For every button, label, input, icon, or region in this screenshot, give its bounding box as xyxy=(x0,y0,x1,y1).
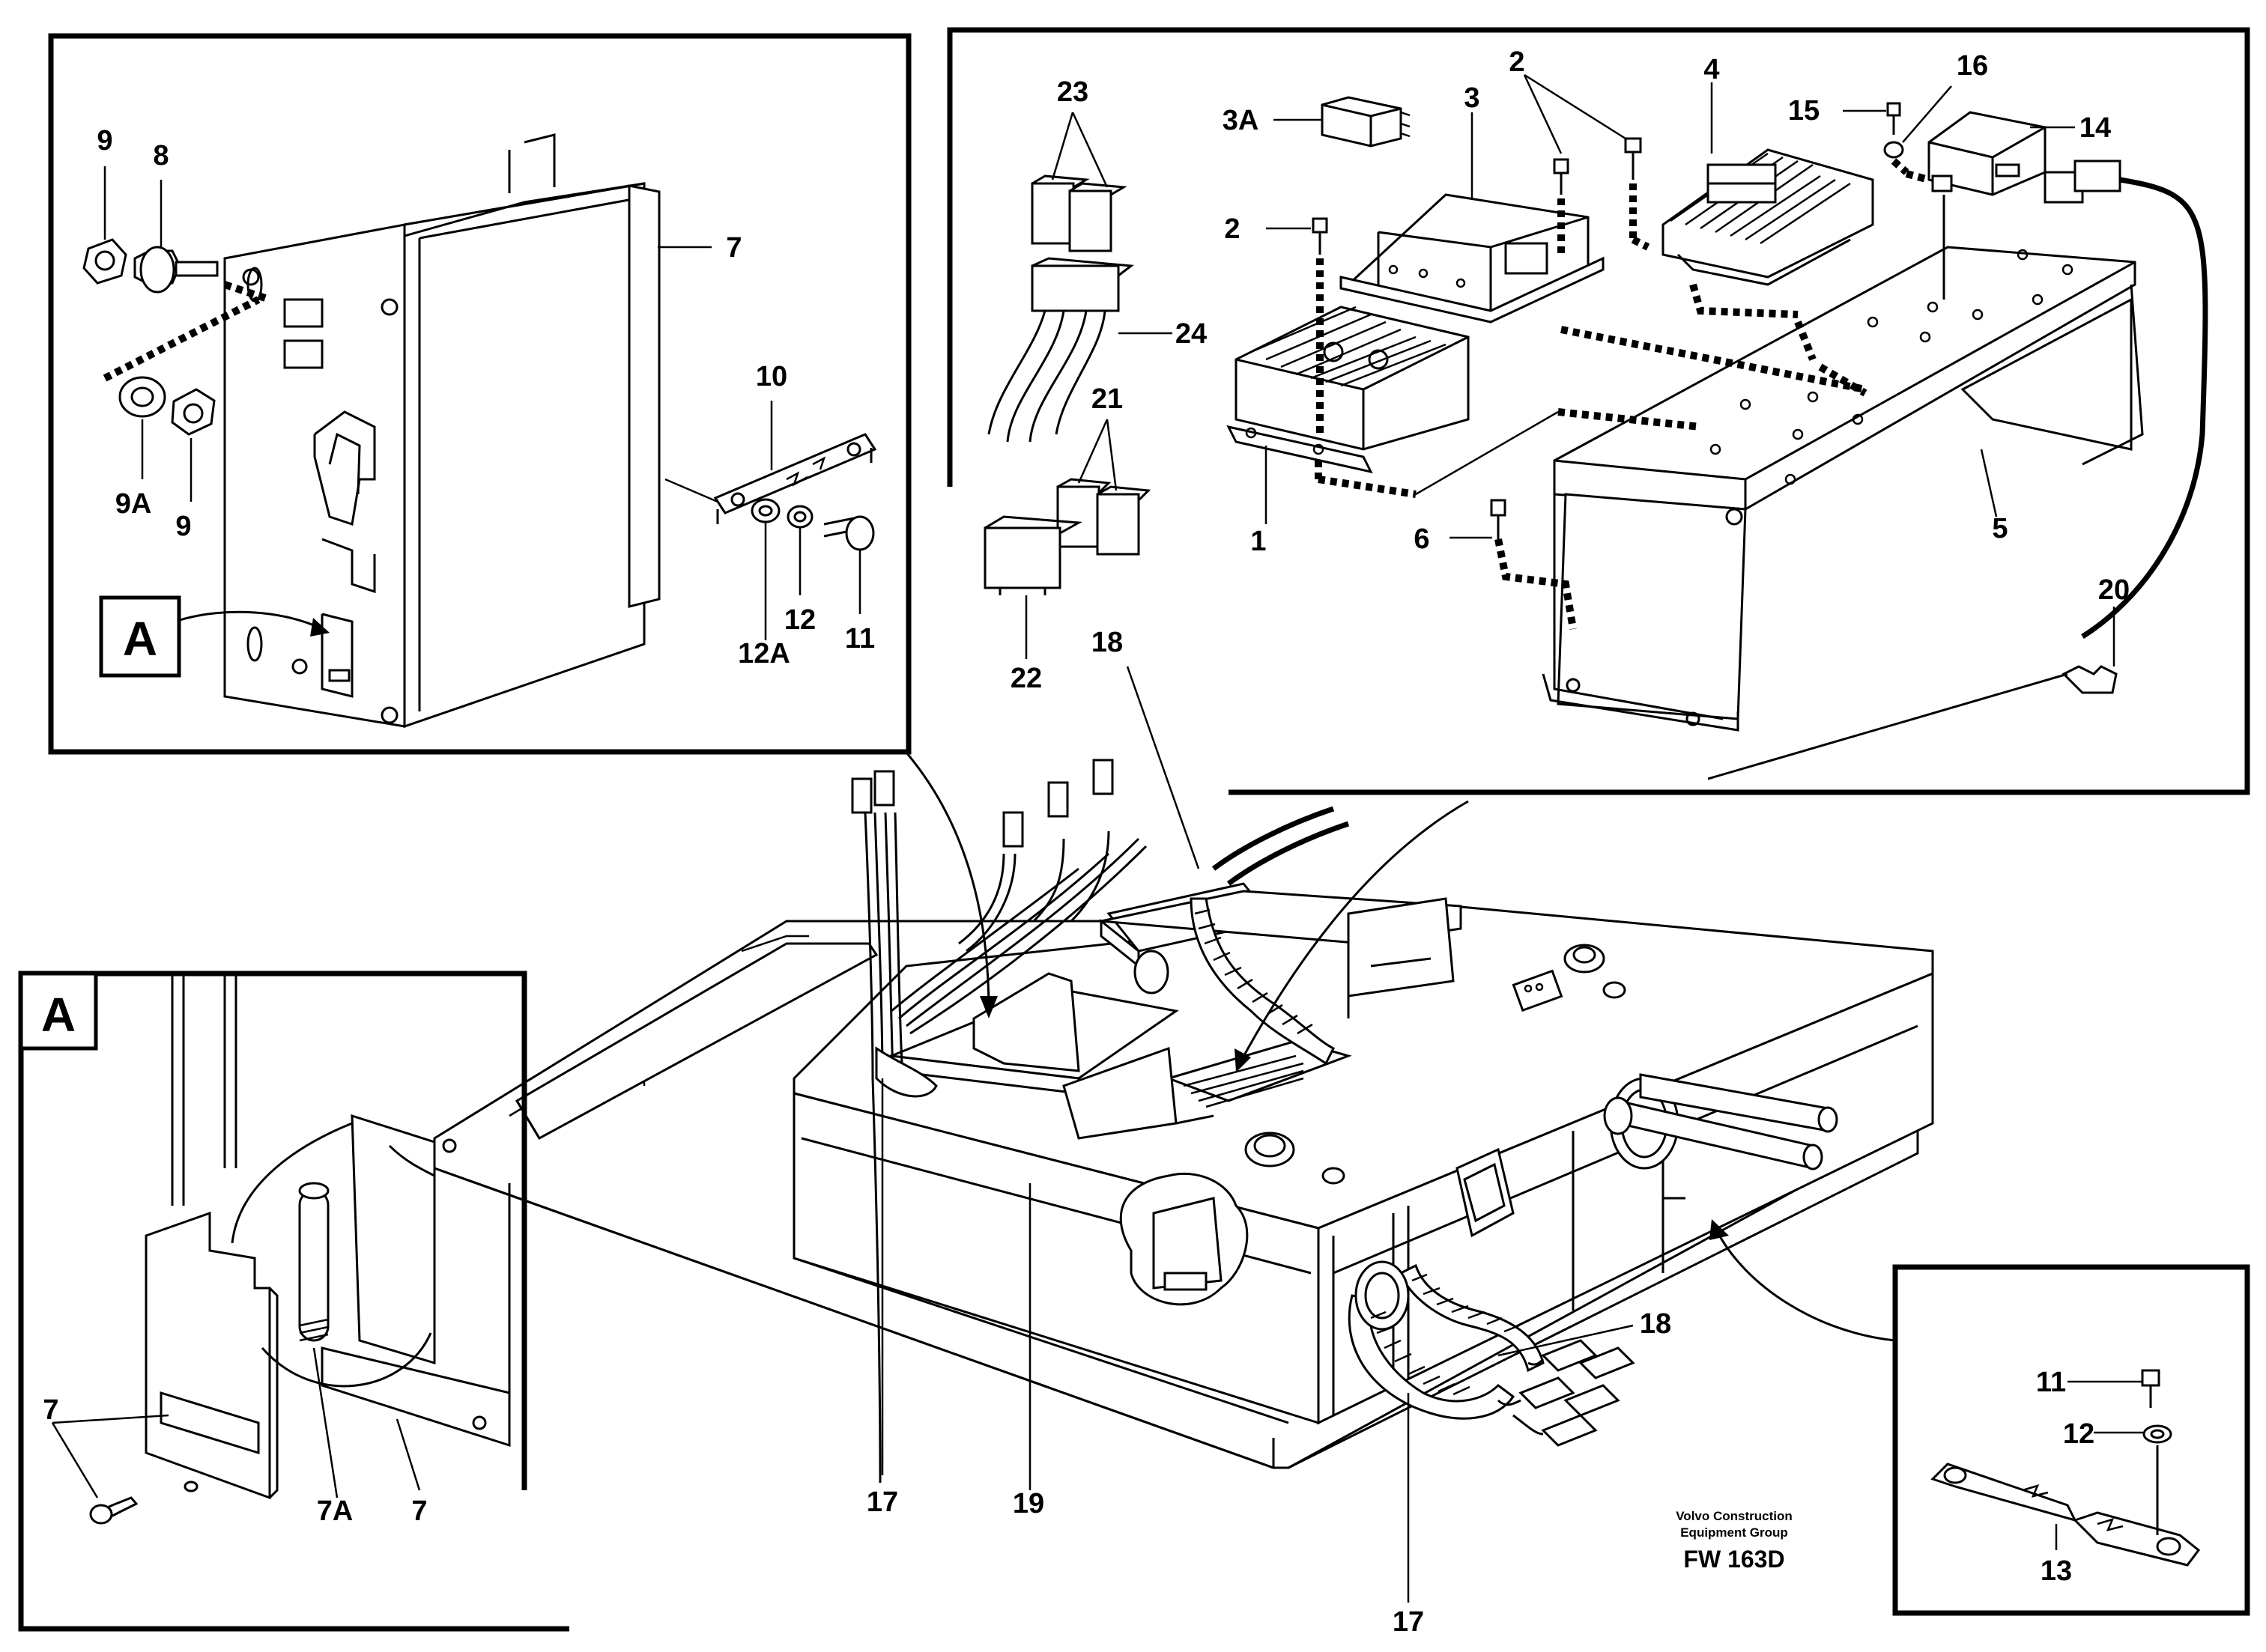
part-1-heatsink-unit xyxy=(1226,306,1701,524)
fasteners-top-left xyxy=(82,166,271,502)
part-6-screw xyxy=(1449,499,1577,630)
label-10: 10 xyxy=(756,361,787,392)
part-3a-relay xyxy=(1273,96,1411,148)
part-3-control-box xyxy=(1339,112,1605,324)
label-3a: 3A xyxy=(1223,105,1259,136)
bracket-10 xyxy=(664,401,877,640)
label-7-detail-left: 7 xyxy=(43,1394,58,1426)
label-6: 6 xyxy=(1414,523,1429,555)
company-line-2: Equipment Group xyxy=(1680,1525,1788,1540)
inset-control-unit: A 9 8 7 10 9A 9 12A 12 11 xyxy=(48,33,912,755)
label-15: 15 xyxy=(1788,95,1820,127)
label-20: 20 xyxy=(2098,574,2130,606)
label-2-left: 2 xyxy=(1224,213,1240,245)
label-9a: 9A xyxy=(115,488,152,520)
connector-right xyxy=(2044,160,2208,639)
tray-holes xyxy=(1709,249,2073,485)
label-7a: 7A xyxy=(317,1495,354,1527)
label-21: 21 xyxy=(1091,383,1123,415)
label-13: 13 xyxy=(2041,1555,2072,1587)
label-3: 3 xyxy=(1464,82,1479,114)
label-11-bottom-right: 11 xyxy=(2036,1367,2066,1398)
inset-frame-bottom-right xyxy=(1892,1264,2250,1616)
detail-a-title: A xyxy=(41,988,76,1042)
drawing-code: FW 163D xyxy=(1683,1546,1784,1573)
label-23: 23 xyxy=(1057,76,1088,108)
label-22: 22 xyxy=(1011,663,1042,694)
label-1: 1 xyxy=(1250,526,1266,557)
company-line-1: Volvo Construction xyxy=(1676,1509,1793,1523)
electronics-tray xyxy=(1542,246,2144,732)
main-base-assembly: 18 18 17 19 17 xyxy=(433,627,2068,1638)
label-16: 16 xyxy=(1957,50,1988,82)
inset-frame-detail-a xyxy=(18,971,569,1632)
label-18-top: 18 xyxy=(1091,627,1123,658)
label-12: 12 xyxy=(784,604,816,636)
parts-23-24-relays-harness xyxy=(987,112,1172,443)
label-24: 24 xyxy=(1175,318,1207,350)
harness-18-bottom xyxy=(1348,1260,1635,1603)
label-8: 8 xyxy=(153,140,169,171)
label-17-left: 17 xyxy=(867,1487,898,1518)
label-9-bottom: 9 xyxy=(175,511,191,542)
inset-frame-top-right xyxy=(947,27,2250,795)
label-18-right: 18 xyxy=(1640,1308,1671,1340)
part-4-cooler xyxy=(1661,82,1874,397)
label-17-bottom: 17 xyxy=(1393,1606,1424,1638)
inset-frame-top-left xyxy=(48,33,912,755)
label-19: 19 xyxy=(1013,1488,1044,1519)
part-19-cabinet xyxy=(793,882,1934,1425)
inset-ground-strap: 11 12 13 xyxy=(1892,1264,2250,1616)
label-11-top-left: 11 xyxy=(845,623,875,655)
part-2-screws xyxy=(1266,73,1866,434)
part-20-clip xyxy=(2061,607,2118,694)
label-7-top-left: 7 xyxy=(726,232,742,264)
part-15-16-screw-washer xyxy=(1843,85,1952,183)
label-12-bottom-right: 12 xyxy=(2063,1418,2094,1450)
label-14: 14 xyxy=(2079,112,2111,144)
detail-a-marker-label: A xyxy=(123,612,157,666)
label-7-detail-bottom: 7 xyxy=(411,1495,427,1527)
inset-detail-a: A 7 7A 7 xyxy=(18,971,569,1632)
part-14-relay-housing xyxy=(1927,111,2075,300)
title-block: Volvo Construction Equipment Group FW 16… xyxy=(1676,1509,1793,1573)
control-cabinet xyxy=(223,133,661,729)
label-5: 5 xyxy=(1992,513,2008,544)
parts-21-22-relays xyxy=(984,419,1151,659)
label-9-top: 9 xyxy=(97,125,112,157)
label-12a: 12A xyxy=(738,638,790,669)
harness-17-left xyxy=(851,759,1148,1484)
detail-a-marker: A xyxy=(99,595,330,678)
label-4: 4 xyxy=(1703,54,1719,85)
harness-18-top xyxy=(1126,666,1350,1066)
label-2-top: 2 xyxy=(1509,46,1524,78)
inset-electronics-tray: 23 3A 3 2 4 16 15 14 2 24 21 1 6 5 22 20 xyxy=(947,27,2250,795)
